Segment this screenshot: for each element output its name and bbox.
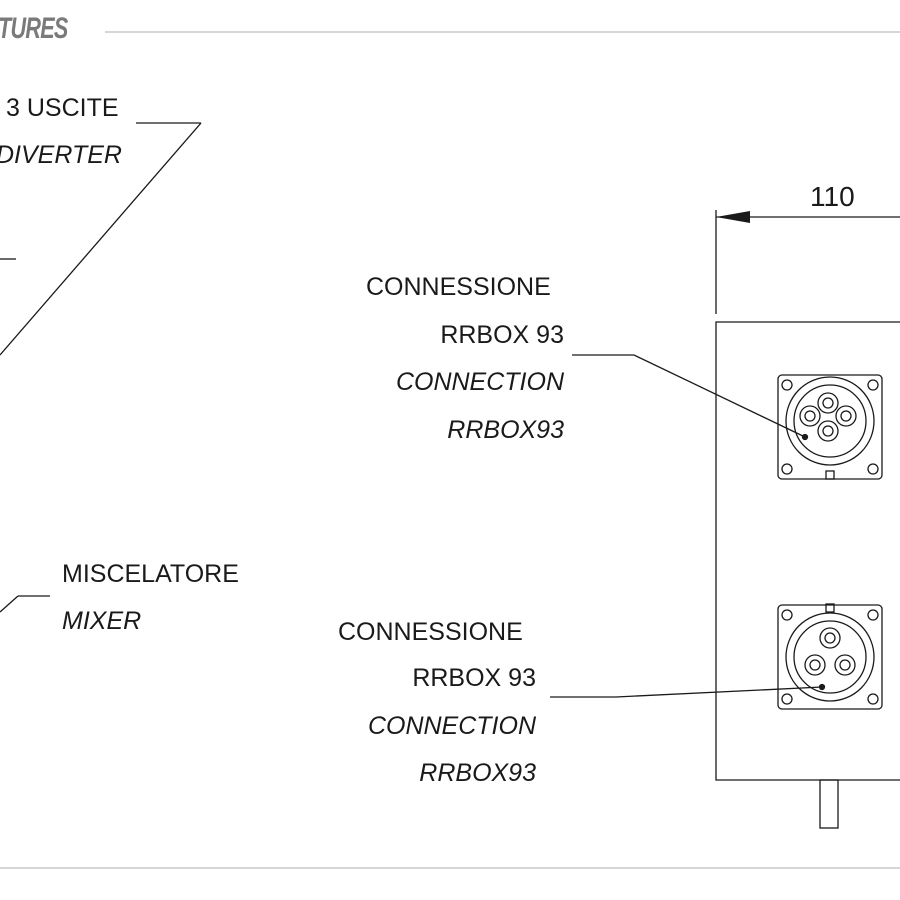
header-rule — [105, 31, 900, 33]
footer-rule — [0, 867, 900, 869]
top-connection-label-en-1: CONNECTION — [395, 368, 564, 396]
top-connection-label-it-2: RRBOX 93 — [440, 321, 564, 349]
bottom-connection-label-en-2: RRBOX93 — [419, 759, 536, 787]
bottom-connection-leader-diagonal — [615, 686, 823, 698]
bottom-connection-label-en-1: CONNECTION — [367, 712, 536, 740]
section-title: TURES — [0, 12, 68, 45]
diverter-label-en: DIVERTER — [0, 141, 122, 169]
top-connection-leader-diagonal — [633, 354, 806, 438]
diverter-label-it: 3 USCITE — [6, 94, 119, 122]
top-connector — [777, 374, 883, 480]
mixer-label-it: MISCELATORE — [62, 560, 239, 588]
dimension-arrow — [716, 211, 750, 223]
bottom-connection-label-it-1: CONNESSIONE — [338, 618, 523, 646]
mixer-leader-diagonal — [0, 595, 19, 613]
box-outline — [715, 321, 900, 781]
bottom-connection-label-it-2: RRBOX 93 — [412, 664, 536, 692]
outlet-pipe — [819, 779, 839, 829]
bottom-connector — [777, 603, 883, 710]
top-connection-label-en-2: RRBOX93 — [447, 416, 564, 444]
mixer-label-en: MIXER — [62, 607, 142, 635]
dimension-value: 110 — [810, 181, 855, 212]
top-connection-label-it-1: CONNESSIONE — [366, 273, 551, 301]
diverter-leader-diagonal — [0, 122, 202, 356]
